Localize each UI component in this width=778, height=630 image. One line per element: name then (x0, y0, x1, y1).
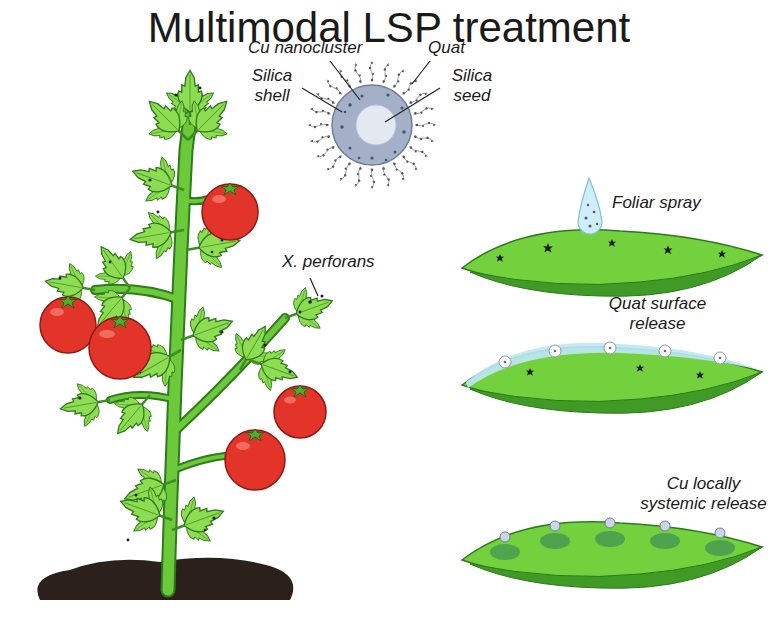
nanoparticle (308, 61, 436, 189)
part-label: Cu locally systemic release (636, 474, 771, 513)
leaf-quat (462, 342, 762, 413)
leaf-copper (462, 518, 762, 588)
disease-specks (59, 87, 324, 542)
part-label: Quat (428, 38, 465, 58)
plant-leaves (41, 70, 341, 556)
part-label: Cu nanocluster (248, 38, 362, 58)
tomato-calyx (59, 183, 309, 441)
figure-title: Multimodal LSP treatment (0, 4, 778, 52)
tomato-highlights (50, 195, 296, 450)
tomatoes (40, 184, 326, 490)
part-label: Silica shell (244, 66, 300, 105)
leaf-spray (462, 178, 762, 296)
part-label: Foliar spray (612, 193, 701, 213)
part-label: Silica seed (444, 66, 500, 105)
part-label: X. perforans (282, 252, 375, 272)
part-label: Quat surface release (600, 294, 715, 333)
